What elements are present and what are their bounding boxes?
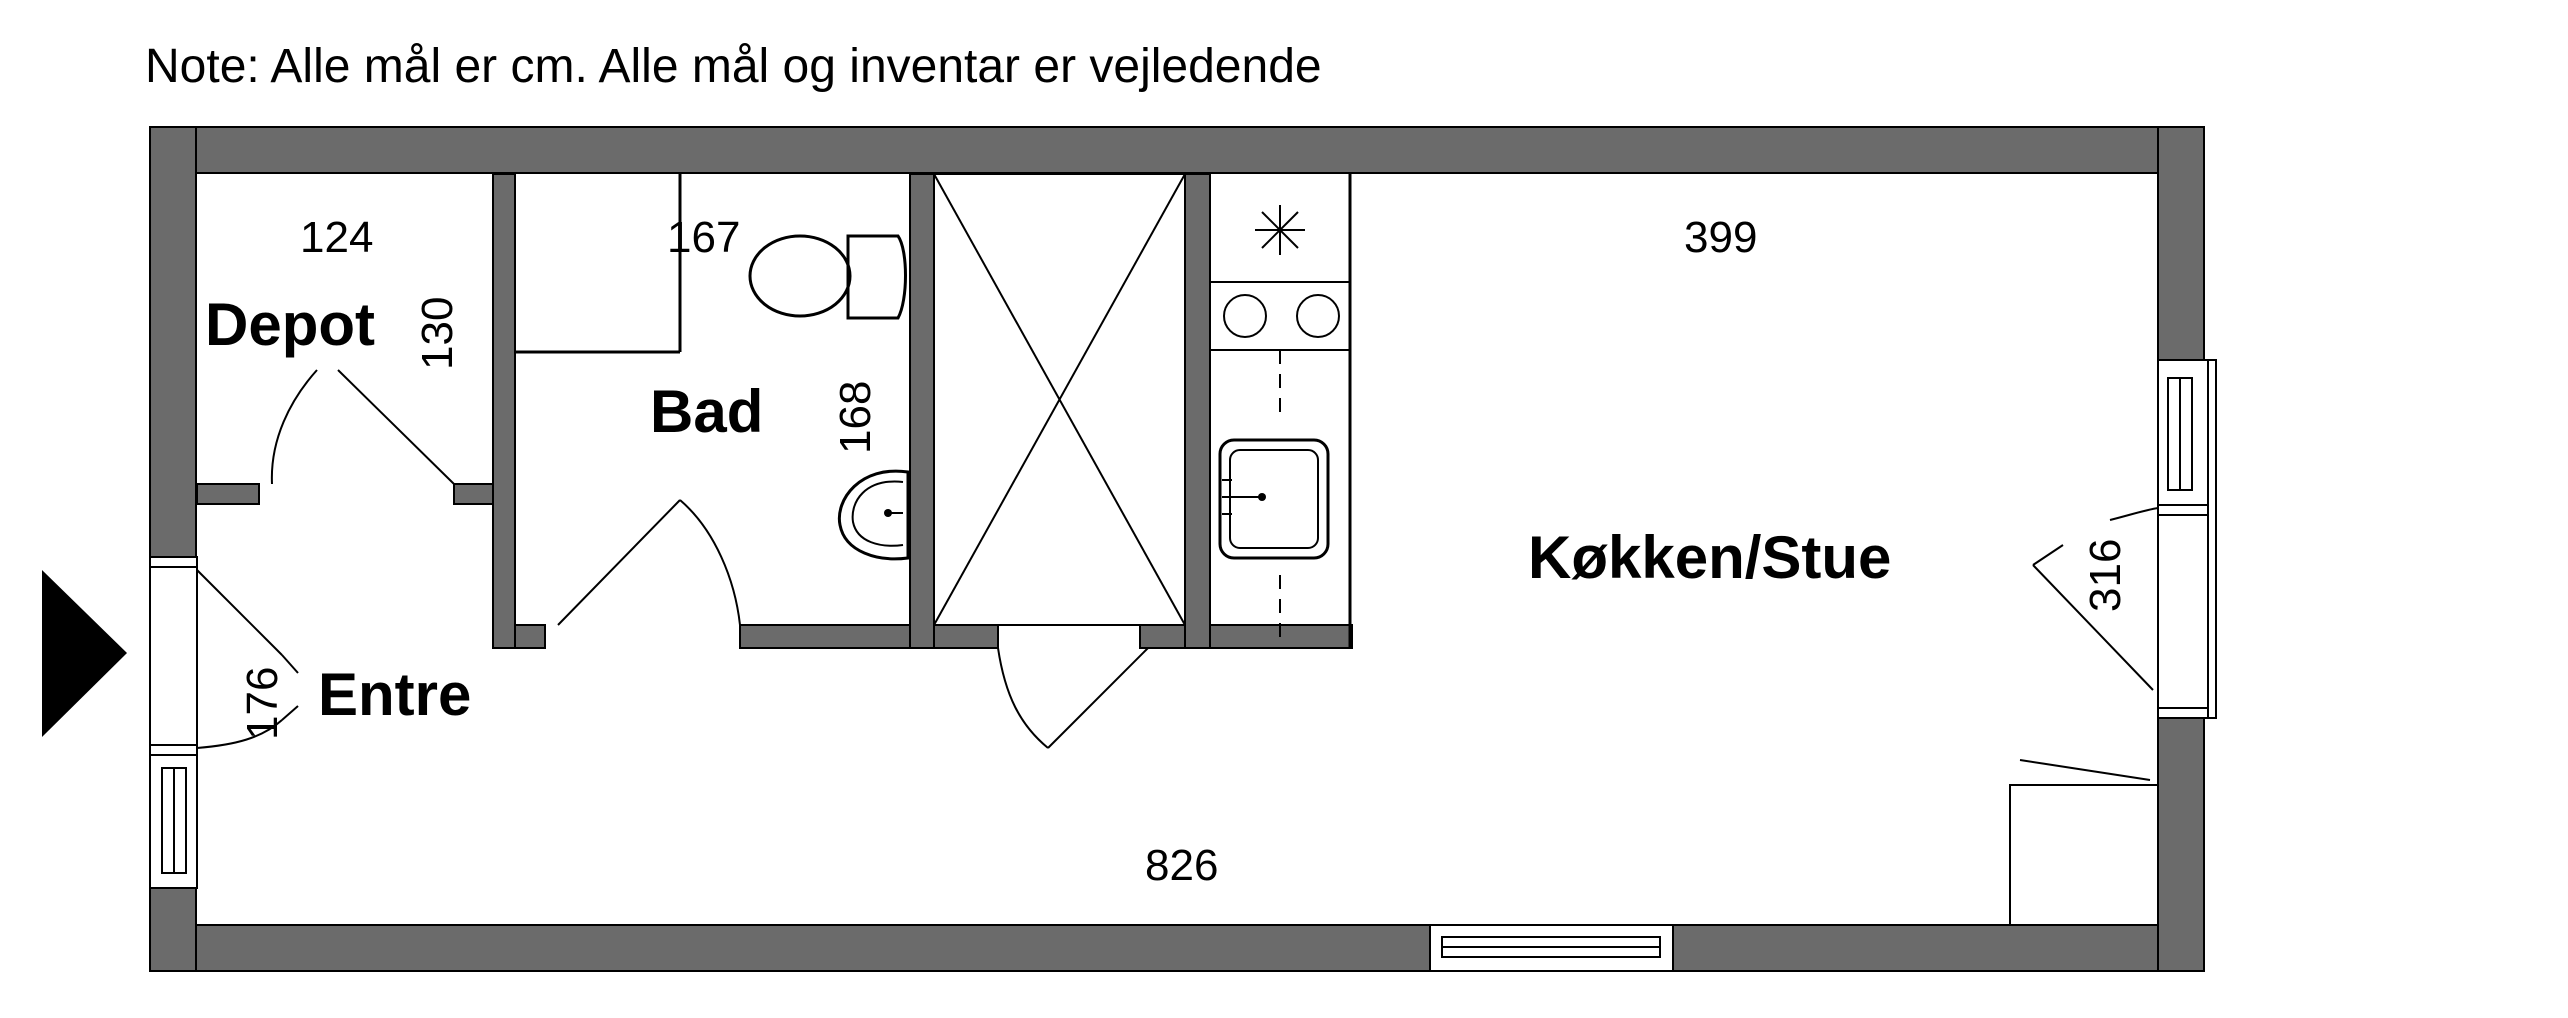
window-left-upper [149, 556, 198, 756]
dimension-depot-depth: 130 [413, 297, 462, 370]
dimension-kitchen-width: 399 [1684, 213, 1757, 262]
room-label-depot: Depot [205, 291, 375, 358]
entrance-arrow-icon [42, 570, 127, 737]
door-shower-area [997, 647, 1149, 749]
dimension-bad-depth: 168 [831, 381, 880, 454]
kitchen-sink-icon [1218, 438, 1330, 560]
room-label-entre: Entre [318, 661, 471, 728]
room-label-bad: Bad [650, 378, 763, 445]
dimension-bad-width: 167 [667, 213, 740, 262]
window-right-door [2157, 504, 2209, 719]
window-left-lower [149, 754, 198, 889]
window-bottom [1429, 924, 1674, 972]
dimension-depot-width: 124 [300, 213, 373, 262]
washbasin-icon [837, 469, 910, 561]
door-entrance [196, 569, 299, 749]
outer-walls [149, 126, 2205, 972]
door-terrace [2032, 507, 2159, 691]
shower-area [933, 173, 1186, 626]
note-text: Note: Alle mål er cm. Alle mål og invent… [145, 40, 1322, 93]
dimension-total-width: 826 [1145, 841, 1218, 890]
toilet-icon [748, 234, 907, 320]
window-right-upper [2157, 359, 2217, 719]
door-depot [270, 369, 455, 485]
cabinet [2009, 759, 2159, 926]
dimension-kitchen-depth: 316 [2081, 539, 2130, 612]
dimension-entre-depth: 176 [238, 667, 287, 740]
stove-burners-icon [1223, 294, 1340, 338]
bathroom-partition [515, 174, 682, 354]
range-hood-icon [1255, 205, 1305, 255]
room-label-kitchen-living: Køkken/Stue [1528, 524, 1891, 591]
kitchen-counter [1210, 174, 1352, 648]
door-bathroom [557, 499, 741, 626]
